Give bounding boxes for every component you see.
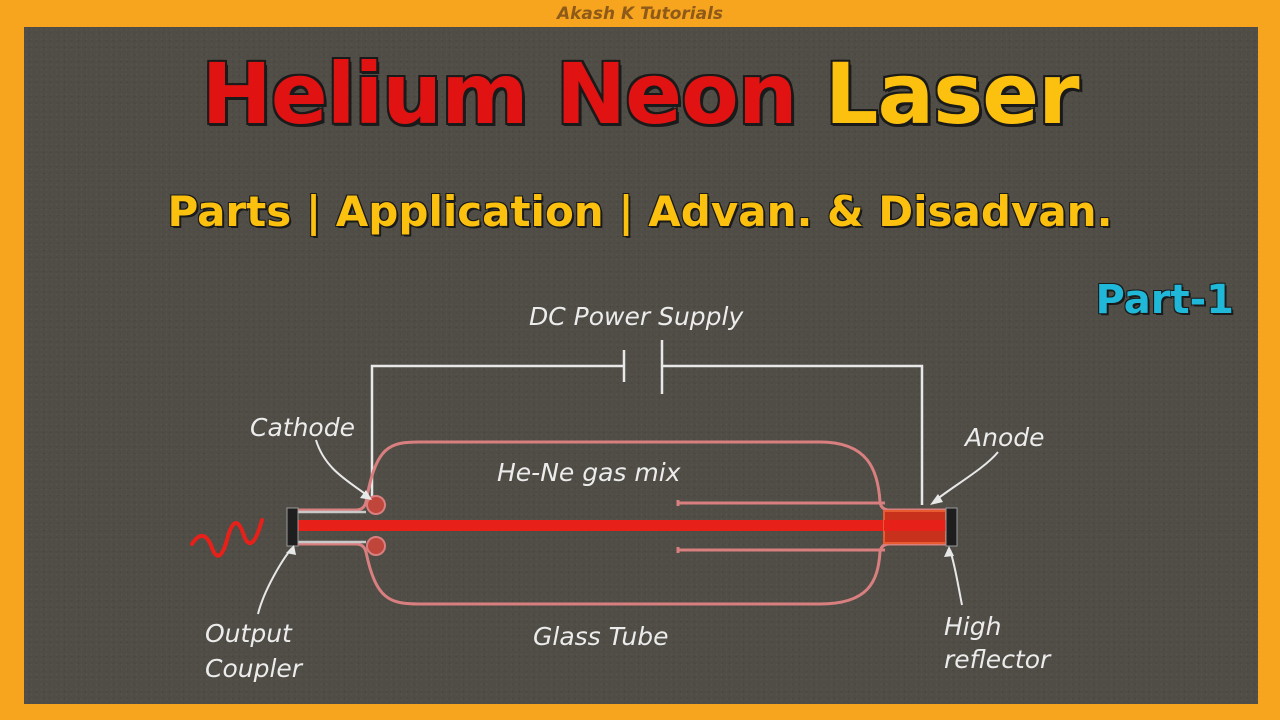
cathode-electrode-bottom	[366, 536, 386, 556]
power-supply-circuit	[370, 340, 924, 505]
label-gas-mix: He-Ne gas mix	[497, 458, 681, 487]
chalkboard-background	[24, 27, 1258, 704]
cathode-leader	[315, 439, 369, 497]
emitted-light-wave	[190, 518, 264, 558]
output-coupler-leader	[257, 547, 293, 615]
subtitle: Parts | Application | Advan. & Disadvan.	[167, 187, 1113, 236]
title-helium-neon: Helium Neon	[201, 45, 797, 143]
label-output-coupler-line1: Output	[205, 619, 293, 648]
label-cathode: Cathode	[250, 413, 355, 442]
label-high-reflector-line1: High	[944, 612, 1001, 641]
cathode-arrowhead	[360, 490, 372, 500]
output-coupler-arrowhead	[286, 545, 296, 555]
anode-leader	[935, 451, 999, 501]
title-laser: Laser	[824, 45, 1080, 143]
high-reflector-leader	[949, 549, 963, 606]
main-title: Helium Neon Laser	[0, 44, 1280, 144]
channel-watermark: Akash K Tutorials	[556, 4, 724, 24]
high-reflector-mirror	[945, 507, 958, 547]
output-coupler-mirror	[286, 507, 299, 547]
anode-arrowhead	[930, 494, 943, 505]
high-reflector-arrowhead	[944, 546, 954, 557]
part-label: Part-1	[1095, 277, 1234, 323]
anode-beam-overlay	[884, 520, 946, 531]
label-output-coupler-line2: Coupler	[205, 654, 304, 683]
glass-tube	[298, 440, 948, 606]
laser-beam	[298, 520, 946, 531]
label-anode: Anode	[963, 423, 1045, 452]
label-dc-power-supply: DC Power Supply	[529, 302, 744, 331]
cathode-electrode-top	[366, 495, 386, 515]
label-glass-tube: Glass Tube	[533, 622, 669, 651]
wire-right	[662, 364, 924, 505]
label-high-reflector-line2: reflector	[944, 645, 1052, 674]
wire-left	[370, 364, 624, 505]
